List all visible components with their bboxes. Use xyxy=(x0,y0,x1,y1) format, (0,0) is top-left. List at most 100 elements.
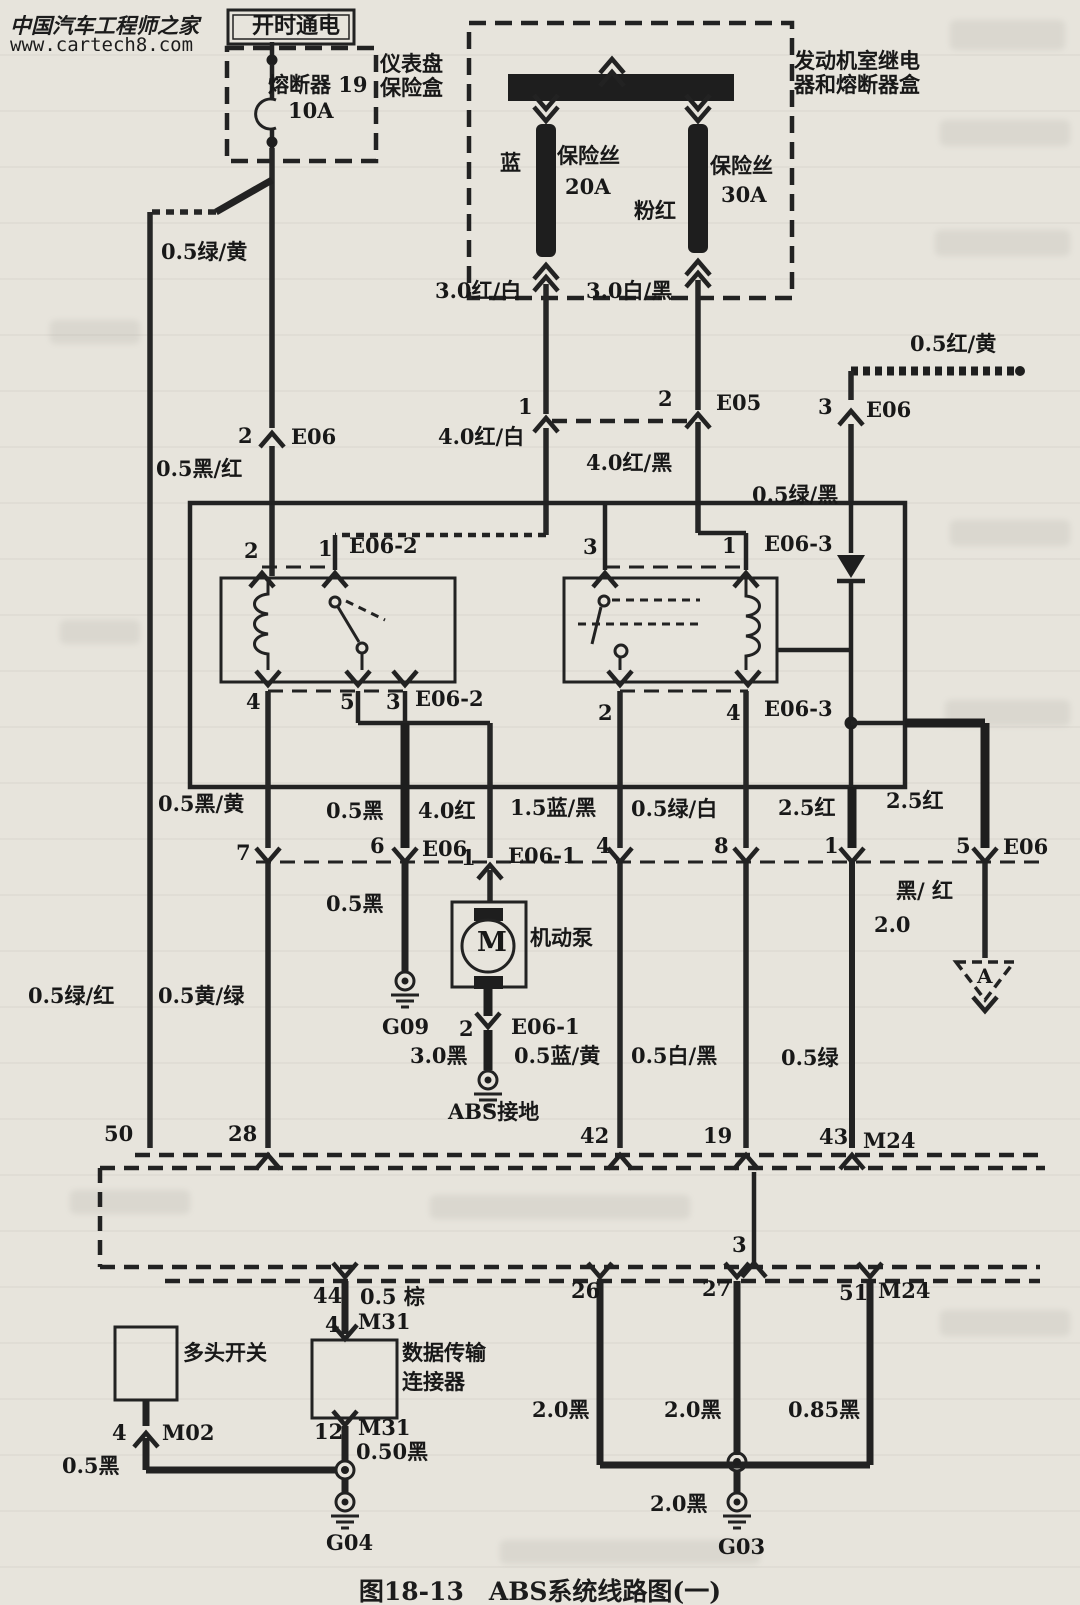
diode-branch xyxy=(777,505,905,787)
e06-left-name: E06 xyxy=(291,424,337,449)
m31-name-b: M31 xyxy=(358,1415,411,1440)
panel-box-name-1: 仪表盘 xyxy=(380,51,443,76)
panel-box-name-2: 保险盒 xyxy=(380,75,443,100)
wire-black-30: 3.0黑 xyxy=(410,1043,468,1068)
e05-pin1: 1 xyxy=(518,394,533,419)
m24-pin3-wire xyxy=(742,1172,766,1277)
right-relay xyxy=(562,505,779,693)
wire-black-05a: 0.5黑 xyxy=(326,798,384,823)
dlc-label-1: 数据传输 xyxy=(402,1340,486,1365)
connector-a-letter: A xyxy=(977,964,993,988)
wire-red-40-to-motor xyxy=(478,723,502,902)
wire-red-25b: 2.5红 xyxy=(886,788,944,813)
wire-red-black-40: 4.0红/黑 xyxy=(586,450,673,475)
bus-bar xyxy=(508,74,734,101)
wire-green-black-05: 0.5绿/黑 xyxy=(752,482,839,507)
m24-pin27: 27 xyxy=(702,1276,732,1301)
m24-pin42: 42 xyxy=(580,1123,610,1148)
relay1-pin5: 5 xyxy=(340,689,355,714)
wire-red-25a: 2.5红 xyxy=(778,795,836,820)
wire-green-05: 0.5绿 xyxy=(781,1045,839,1070)
m24-pin19: 19 xyxy=(703,1123,733,1148)
relay1-pin1: 1 xyxy=(318,536,333,561)
wire-blue-black-15: 1.5蓝/黑 xyxy=(510,795,597,820)
wire-blue-black-run xyxy=(608,691,632,1169)
m24-name-a: M24 xyxy=(863,1128,916,1153)
site-logo-url: www.cartech8.com xyxy=(10,34,194,56)
wire-yellow-green-05: 0.5黄/绿 xyxy=(158,983,245,1008)
connector-e06-pin2 xyxy=(260,433,284,576)
dlc-label-2: 连接器 xyxy=(402,1369,465,1394)
e06-3-bot-name: E06-3 xyxy=(764,696,833,721)
ground-g04-symbol xyxy=(329,1491,361,1530)
wire-black-050: 0.50黑 xyxy=(356,1439,429,1464)
power-on-title: 开时通电 xyxy=(252,13,341,39)
wire-green-white-run xyxy=(734,691,758,1169)
wire-red-white-30: 3.0红/白 xyxy=(435,278,522,303)
e06-pin7: 7 xyxy=(236,840,251,865)
relay1-pin4: 4 xyxy=(246,689,261,714)
fuse-30a-pink xyxy=(686,95,710,287)
e06-pin6: 6 xyxy=(370,833,385,858)
connector-e05 xyxy=(534,280,710,432)
wire-red-40: 4.0红 xyxy=(418,798,476,823)
relay-coil xyxy=(744,578,761,670)
e06-pin2-num: 2 xyxy=(238,423,253,448)
motor-m: M xyxy=(477,927,507,958)
e061-pin1: 1 xyxy=(461,845,476,870)
motor-pump-label: 机动泵 xyxy=(530,925,593,950)
fuse19-amp: 10A xyxy=(288,98,334,123)
e06-mid-name: E06 xyxy=(422,836,468,861)
fuse-pink-color: 粉红 xyxy=(634,198,676,223)
wire-black-yellow: 0.5黑/黄 xyxy=(158,791,245,816)
m31-pin12: 12 xyxy=(314,1419,344,1444)
wire-black-red-label: 黑/ 红 xyxy=(896,878,953,903)
diode-symbol xyxy=(837,555,865,578)
wire-black-yellow-run xyxy=(256,691,280,1169)
wire-red-yellow-05: 0.5红/黄 xyxy=(910,331,997,356)
ground-g03-network xyxy=(596,1281,874,1530)
fuse20-amp: 20A xyxy=(565,174,611,199)
abs-ground-label: ABS接地 xyxy=(448,1099,540,1124)
ground-g04: G04 xyxy=(326,1530,374,1555)
engine-compartment-relay-fuse-box xyxy=(466,20,795,301)
abs-ecu-connector-m24 xyxy=(97,1152,1045,1284)
wire-black-05b: 0.5黑 xyxy=(326,891,384,916)
wire-green-yellow: 0.5绿/黄 xyxy=(161,239,248,264)
wire-red-25-run-b xyxy=(905,718,997,958)
fuse-19-symbol xyxy=(254,97,277,131)
relay-coil xyxy=(253,578,270,670)
motor-pump xyxy=(450,900,528,1108)
wire-white-black-30: 3.0白/黑 xyxy=(586,278,673,303)
ground-g03: G03 xyxy=(718,1534,766,1559)
relay1-pin2: 2 xyxy=(244,538,259,563)
wire-brown-05: 0.5 棕 xyxy=(360,1284,425,1309)
wire-red-black-40-run xyxy=(695,422,749,570)
relay2-pin1: 1 xyxy=(722,533,737,558)
engine-box-name-1: 发动机室继电 xyxy=(794,48,920,73)
m02-pin4: 4 xyxy=(112,1420,127,1445)
data-link-connector xyxy=(310,1281,399,1530)
e061-pin2: 2 xyxy=(459,1016,474,1041)
m24-pin50: 50 xyxy=(104,1121,134,1146)
relay2-pin4: 4 xyxy=(726,700,741,725)
instrument-panel-fuse-box xyxy=(224,42,379,164)
figure-caption: 图18-13 ABS系统线路图(一) xyxy=(358,1577,722,1605)
e06-2-top-name: E06-2 xyxy=(349,533,418,558)
power-on-when-switched-box xyxy=(226,8,356,46)
multi-switch-label: 多头开关 xyxy=(183,1340,267,1365)
m24-pin3: 3 xyxy=(732,1232,747,1257)
connector-a-triangle xyxy=(952,960,1018,1011)
e06-1-name-b: E06-1 xyxy=(511,1014,580,1039)
fuse-20a-blue xyxy=(534,95,558,291)
e06-pin5: 5 xyxy=(956,833,971,858)
fuse19-label: 熔断器 19 xyxy=(268,72,368,97)
e06-2-bot-name: E06-2 xyxy=(415,686,484,711)
wire-red-25-run-a xyxy=(840,787,864,1169)
m31-pin4: 4 xyxy=(325,1312,340,1337)
wire-black-085: 0.85黑 xyxy=(788,1397,861,1422)
ground-g09: G09 xyxy=(382,1014,430,1039)
e06-pin3-num: 3 xyxy=(818,394,833,419)
hydraulic-modulator-box xyxy=(187,500,908,790)
